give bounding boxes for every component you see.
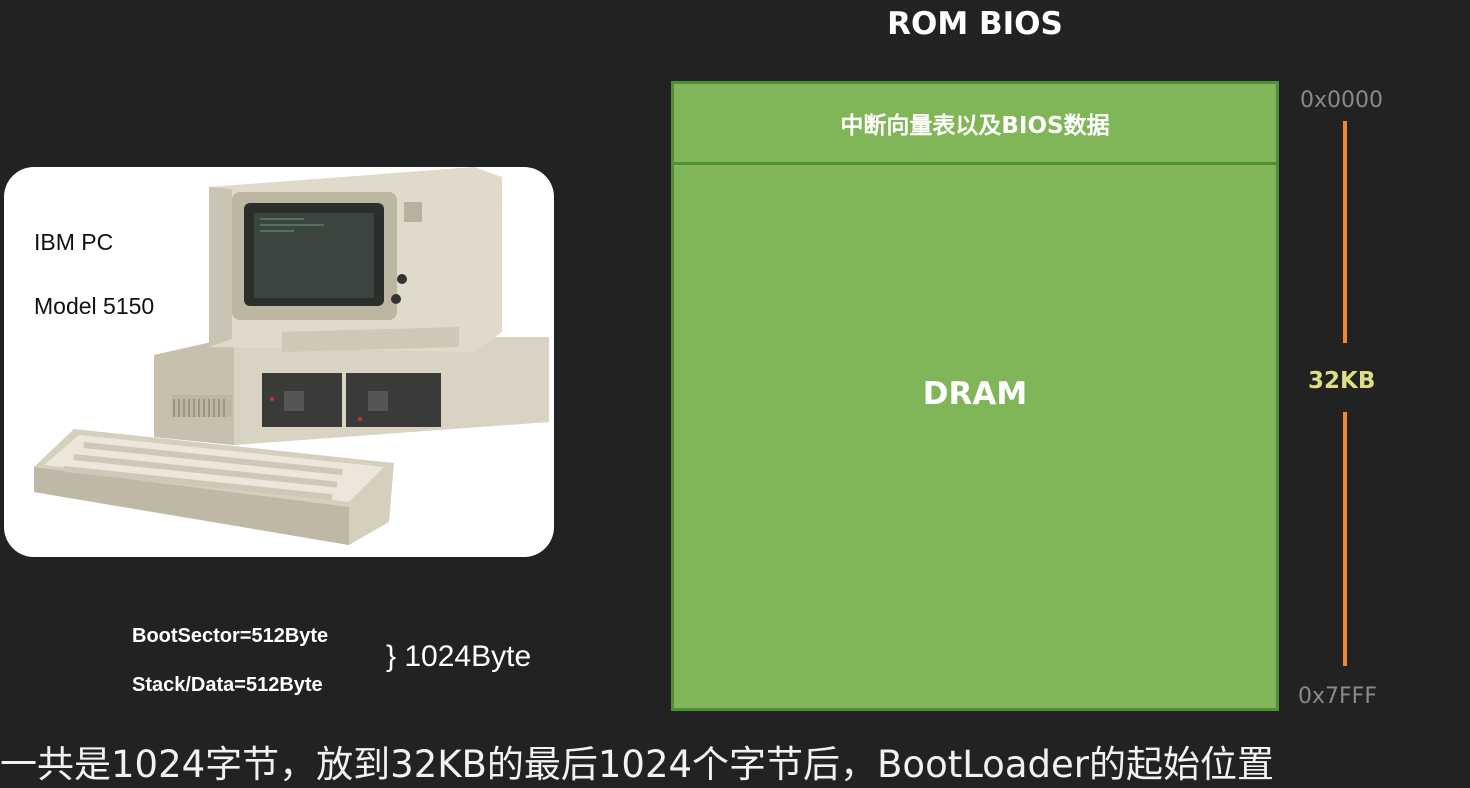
ivt-bios-data-label: 中断向量表以及BIOS数据 — [840, 113, 1110, 139]
region-divider — [674, 162, 1276, 165]
size-scale-line-lower — [1343, 412, 1347, 666]
memory-map: 中断向量表以及BIOS数据 DRAM — [671, 81, 1279, 711]
photo-label-model-number: Model 5150 — [34, 293, 155, 319]
slide-title: ROM BIOS — [887, 6, 1063, 42]
size-label: 32KB — [1308, 368, 1376, 394]
photo-label-model-name: IBM PC — [34, 229, 114, 255]
ibm-pc-illustration — [34, 167, 549, 545]
end-address-label: 0x7FFF — [1298, 684, 1377, 709]
dram-region: DRAM — [674, 165, 1276, 708]
size-scale-line-upper — [1343, 121, 1347, 343]
video-subtitle: 一共是1024字节，放到32KB的最后1024个字节后，BootLoader的起… — [0, 743, 1274, 786]
ibm-pc-photo: IBM PC Model 5150 — [4, 167, 554, 557]
start-address-label: 0x0000 — [1300, 88, 1384, 113]
dram-label: DRAM — [922, 376, 1028, 412]
ivt-bios-data-region: 中断向量表以及BIOS数据 — [674, 84, 1276, 162]
boot-sector-size: BootSector=512Byte — [132, 625, 329, 647]
total-size-brace: } 1024Byte — [386, 640, 532, 673]
stack-data-size: Stack/Data=512Byte — [132, 674, 323, 696]
